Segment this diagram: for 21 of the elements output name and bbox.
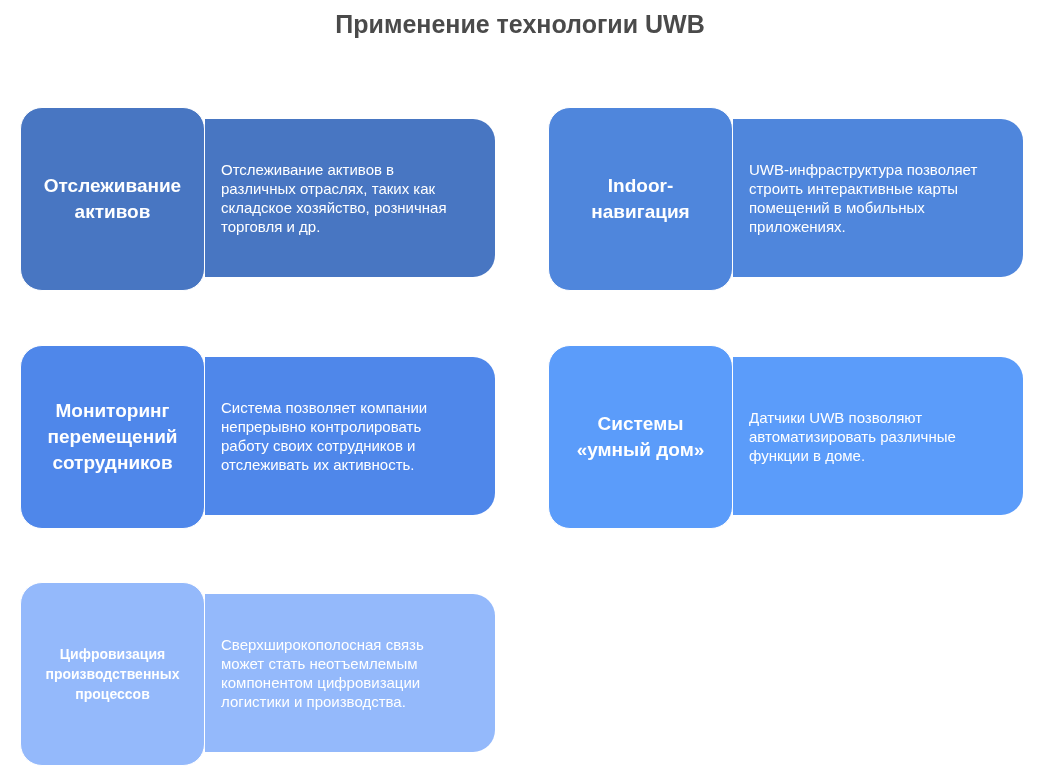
description-text: Система позволяет компании непрерывно контролировать работу своих сотрудников и отслеживать их активность. bbox=[221, 398, 429, 474]
title-box bbox=[548, 107, 733, 291]
title-text: Мониторинг перемещений сотрудников bbox=[46, 399, 179, 475]
title-text: Отслеживание активов bbox=[42, 174, 183, 224]
description-box bbox=[205, 119, 495, 277]
description-box bbox=[205, 357, 495, 515]
description-box bbox=[205, 594, 495, 752]
title-box bbox=[548, 345, 733, 529]
description-box bbox=[733, 357, 1023, 515]
description-text: Отслеживание активов в различных отраслях, таких как складское хозяйство, розничная торговля и др. bbox=[221, 160, 448, 236]
diagram-title: Применение технологии UWB bbox=[334, 9, 706, 40]
description-text: Сверхширокополосная связь может стать неотъемлемым компонентом цифровизации логистики и производства. bbox=[221, 635, 425, 711]
description-text: Датчики UWB позволяют автоматизировать различные функции в доме. bbox=[749, 407, 957, 465]
description-box bbox=[733, 119, 1023, 277]
title-text: Indoor-навигация bbox=[590, 174, 691, 224]
title-box bbox=[20, 345, 205, 529]
title-box bbox=[20, 107, 205, 291]
description-text: UWB-инфраструктура позволяет строить интерактивные карты помещений в мобильных приложениях. bbox=[749, 160, 979, 236]
title-box bbox=[20, 582, 205, 766]
title-text: Цифровизация производственных процессов bbox=[44, 645, 181, 704]
title-text: Системы «умный дом» bbox=[575, 412, 706, 462]
